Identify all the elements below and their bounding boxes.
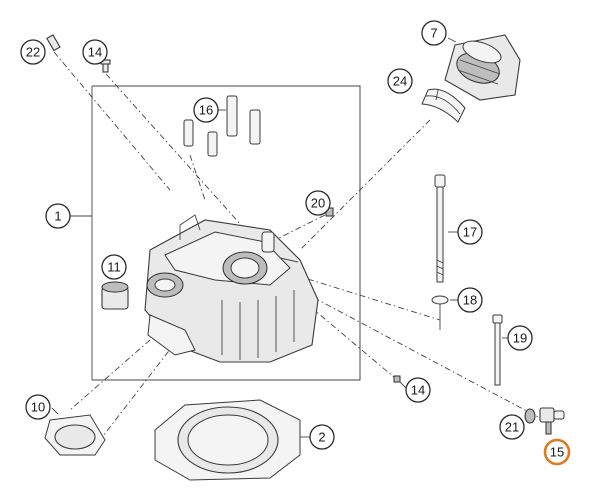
part-11-sleeve	[101, 281, 129, 310]
callout-19[interactable]: 19	[507, 325, 533, 351]
callout-20-label: 20	[311, 196, 325, 211]
part-15-sensor	[539, 407, 565, 435]
callout-16-label: 16	[199, 103, 213, 118]
part-7-intake-flange	[444, 34, 521, 101]
part-24-clamp-ring	[421, 88, 466, 123]
part-19-bolt	[492, 314, 503, 386]
callout-2[interactable]: 2	[309, 424, 335, 450]
callout-18-label: 18	[463, 293, 477, 308]
callout-10[interactable]: 10	[25, 394, 51, 420]
callout-2-label: 2	[318, 430, 325, 445]
callout-7-label: 7	[430, 26, 437, 41]
callout-17[interactable]: 17	[457, 219, 483, 245]
callout-10-label: 10	[31, 400, 45, 415]
callout-18[interactable]: 18	[457, 287, 483, 313]
callout-15-highlighted[interactable]: 15	[543, 438, 571, 466]
part-16-dowels	[183, 95, 261, 157]
callout-21[interactable]: 21	[499, 414, 525, 440]
part-1-cylinder-head	[144, 214, 319, 363]
callout-1-label: 1	[54, 209, 61, 224]
callout-15-label: 15	[550, 445, 564, 460]
part-14-screw-bottom	[393, 375, 401, 383]
callout-14-top[interactable]: 14	[82, 39, 108, 65]
callout-7[interactable]: 7	[421, 20, 447, 46]
assembly-frame	[70, 85, 361, 381]
callout-11-label: 11	[107, 260, 121, 275]
callout-14-bottom-label: 14	[411, 383, 425, 398]
part-17-stud	[434, 174, 446, 283]
callout-17-label: 17	[463, 225, 477, 240]
callout-16[interactable]: 16	[193, 97, 219, 123]
callout-22-label: 22	[26, 45, 40, 60]
callout-14-bottom[interactable]: 14	[405, 377, 431, 403]
part-18-washer	[431, 295, 449, 330]
callout-24[interactable]: 24	[387, 68, 413, 94]
callout-leaders	[51, 37, 508, 438]
callout-14-top-label: 14	[88, 45, 102, 60]
callout-21-label: 21	[505, 420, 519, 435]
part-10-gasket	[44, 414, 106, 456]
callout-19-label: 19	[513, 331, 527, 346]
callout-1[interactable]: 1	[45, 203, 71, 229]
callout-20[interactable]: 20	[305, 190, 331, 216]
part-2-head-gasket	[154, 399, 301, 481]
callout-11[interactable]: 11	[101, 254, 127, 280]
part-21-washer	[524, 408, 536, 424]
part-22-bolt	[46, 34, 61, 52]
callout-24-label: 24	[393, 74, 407, 89]
assembly-lines	[53, 51, 541, 441]
callout-22[interactable]: 22	[20, 39, 46, 65]
